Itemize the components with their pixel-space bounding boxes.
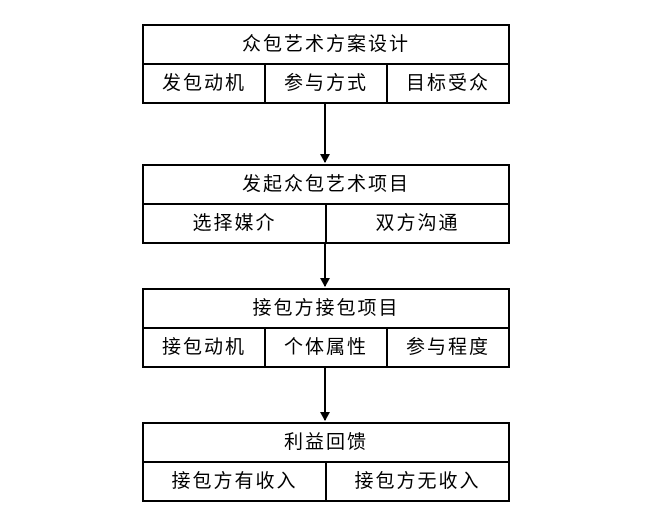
stage-cell: 选择媒介 — [192, 212, 277, 234]
stage-title: 利益回馈 — [144, 424, 508, 463]
flow-arrow — [320, 366, 330, 421]
stage-cell: 目标受众 — [386, 65, 508, 102]
stage-cell: 发包动机 — [161, 72, 246, 94]
flow-arrow — [320, 102, 330, 163]
stage-cell: 接包方有收入 — [171, 470, 298, 492]
stage-box-reward: 利益回馈 接包方有收入 接包方无收入 — [142, 422, 510, 502]
stage-cell: 接包动机 — [161, 336, 246, 358]
flowchart: 众包艺术方案设计 发包动机 参与方式 目标受众 发起众包艺术项目 选择媒介 双方… — [142, 0, 510, 527]
stage-cells: 接包动机 个体属性 参与程度 — [144, 329, 508, 366]
stage-title: 众包艺术方案设计 — [144, 26, 508, 65]
stage-cell: 双方沟通 — [325, 205, 508, 242]
stage-title: 发起众包艺术项目 — [144, 166, 508, 205]
stage-cell: 个体属性 — [264, 329, 386, 366]
stage-cells: 发包动机 参与方式 目标受众 — [144, 65, 508, 102]
stage-title: 接包方接包项目 — [144, 290, 508, 329]
stage-cell: 参与方式 — [264, 65, 386, 102]
stage-cell: 接包方无收入 — [325, 463, 508, 500]
flow-arrow — [320, 242, 330, 287]
stage-cells: 选择媒介 双方沟通 — [144, 205, 508, 242]
stage-box-launch: 发起众包艺术项目 选择媒介 双方沟通 — [142, 164, 510, 244]
stage-box-design: 众包艺术方案设计 发包动机 参与方式 目标受众 — [142, 24, 510, 104]
stage-box-contractor: 接包方接包项目 接包动机 个体属性 参与程度 — [142, 288, 510, 368]
stage-cells: 接包方有收入 接包方无收入 — [144, 463, 508, 500]
stage-cell: 参与程度 — [386, 329, 508, 366]
